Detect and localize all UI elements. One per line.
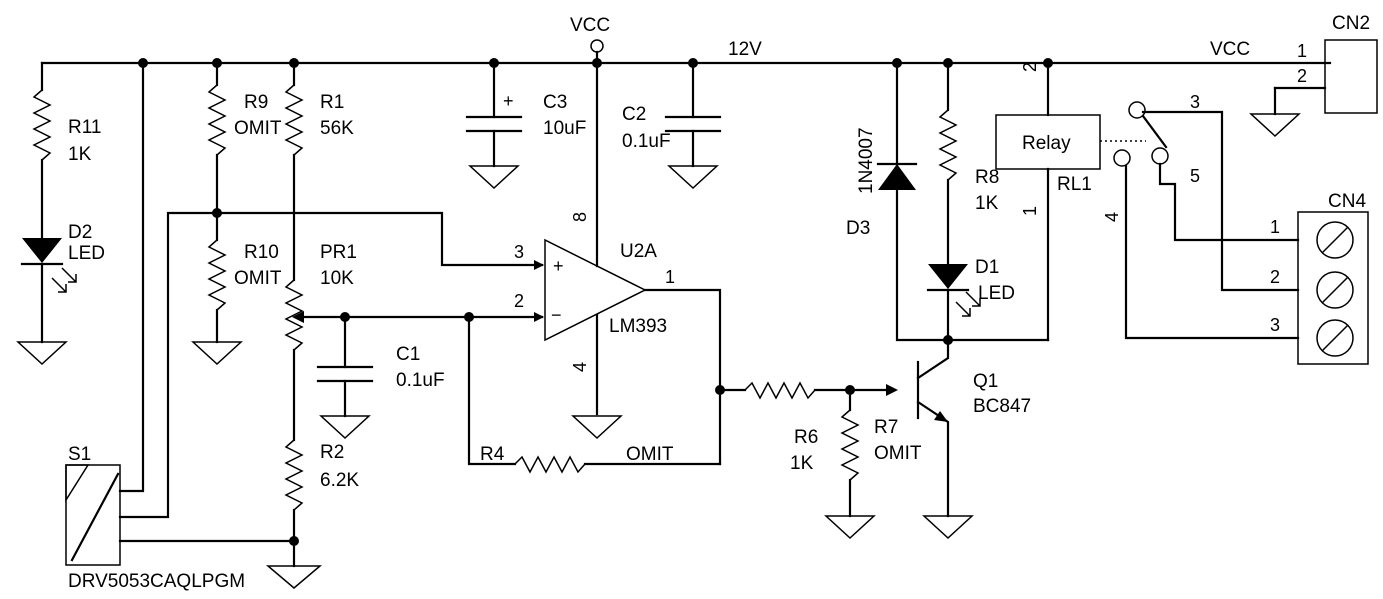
relay-rl1: Relay 1 2 RL1 3 5 4	[995, 61, 1300, 342]
resistor-r10: R10 OMIT	[207, 239, 282, 344]
svg-text:R4: R4	[480, 444, 505, 465]
svg-text:S1: S1	[68, 444, 91, 465]
led-d2: D2 LED	[20, 222, 105, 344]
svg-text:3: 3	[1190, 92, 1200, 112]
capacitor-c2: C2 0.1uF	[622, 61, 722, 190]
svg-text:2: 2	[1020, 62, 1040, 72]
svg-text:DRV5053CAQLPGM: DRV5053CAQLPGM	[68, 571, 245, 592]
svg-text:2: 2	[514, 291, 524, 311]
svg-text:1K: 1K	[68, 144, 92, 165]
ground-symbol	[265, 565, 323, 589]
svg-text:R7: R7	[874, 417, 898, 438]
svg-text:D3: D3	[846, 218, 870, 239]
ground-symbol	[191, 341, 243, 366]
svg-text:U2A: U2A	[620, 241, 657, 262]
vcc-terminal: VCC	[570, 15, 610, 65]
svg-text:R6: R6	[794, 427, 818, 448]
transistor-q1: Q1 BC847	[886, 338, 1031, 540]
svg-text:OMIT: OMIT	[626, 444, 674, 465]
svg-text:1: 1	[665, 267, 675, 287]
svg-text:CN4: CN4	[1328, 191, 1366, 212]
svg-text:LED: LED	[978, 283, 1015, 304]
svg-text:4: 4	[570, 362, 590, 372]
diode-d3: 1N4007 D3	[846, 61, 1050, 342]
svg-text:C1: C1	[396, 344, 420, 365]
connector-cn2: 1 2 CN2	[1249, 13, 1378, 138]
vcc-rail	[40, 61, 1332, 92]
svg-text:R8: R8	[975, 167, 999, 188]
svg-text:2: 2	[1297, 66, 1307, 86]
svg-text:1K: 1K	[790, 453, 814, 474]
12v-net-label: 12V	[728, 39, 762, 60]
svg-text:1K: 1K	[975, 193, 999, 214]
svg-text:10uF: 10uF	[543, 118, 586, 139]
relay-label: Relay	[1022, 133, 1071, 154]
resistor-r7: R7 OMIT	[824, 388, 922, 540]
svg-text:LM393: LM393	[609, 316, 667, 337]
svg-text:C3: C3	[543, 92, 567, 113]
svg-text:D1: D1	[975, 257, 999, 278]
capacitor-c1: C1 0.1uF	[316, 315, 445, 440]
capacitor-c3: + C3 10uF	[465, 61, 586, 190]
svg-text:LED: LED	[68, 243, 105, 264]
svg-text:3: 3	[514, 242, 524, 262]
svg-text:1: 1	[1020, 206, 1040, 216]
svg-text:0.1uF: 0.1uF	[622, 131, 671, 152]
svg-text:PR1: PR1	[320, 242, 357, 263]
hall-sensor-s1: S1 DRV5053CAQLPGM	[65, 61, 245, 592]
svg-text:8: 8	[570, 212, 590, 222]
led-d1: D1 LED	[926, 257, 1015, 342]
vcc-right-net-label: VCC	[1210, 39, 1250, 60]
svg-text:R2: R2	[320, 442, 344, 463]
svg-text:OMIT: OMIT	[234, 268, 282, 289]
resistor-r2: R2 6.2K	[284, 439, 359, 568]
resistor-r4: R4 OMIT	[467, 315, 722, 474]
svg-text:D2: D2	[68, 222, 92, 243]
svg-text:−: −	[551, 305, 562, 325]
ground-symbol	[16, 341, 68, 366]
svg-text:BC847: BC847	[973, 396, 1031, 417]
svg-text:6.2K: 6.2K	[320, 470, 359, 491]
svg-text:R10: R10	[244, 242, 279, 263]
svg-text:56K: 56K	[320, 118, 354, 139]
svg-text:1: 1	[1270, 217, 1280, 237]
svg-text:R9: R9	[244, 92, 268, 113]
terminal-block-cn4: 1 2 3 CN4	[1270, 191, 1369, 365]
comparator-u2a: + − 3 2 1 8 4 U2A LM393	[514, 61, 722, 466]
svg-text:Q1: Q1	[973, 371, 998, 392]
svg-text:4: 4	[1102, 212, 1122, 222]
svg-text:R1: R1	[320, 92, 344, 113]
svg-text:1N4007: 1N4007	[856, 127, 877, 194]
svg-text:10K: 10K	[320, 268, 354, 289]
svg-text:0.1uF: 0.1uF	[396, 370, 445, 391]
sensor-signal-wire	[118, 211, 544, 519]
svg-text:2: 2	[1270, 267, 1280, 287]
svg-text:5: 5	[1190, 166, 1200, 186]
resistor-r6: R6 1K	[718, 381, 890, 474]
svg-text:+: +	[553, 256, 564, 276]
resistor-r8: R8 1K	[938, 61, 999, 266]
resistor-r1: R1 56K	[284, 61, 354, 282]
svg-text:RL1: RL1	[1057, 174, 1092, 195]
svg-text:3: 3	[1270, 315, 1280, 335]
resistor-r9: R9 OMIT	[207, 61, 282, 242]
svg-text:1: 1	[1297, 41, 1307, 61]
svg-text:R11: R11	[68, 117, 101, 138]
resistor-r11: R11 1K	[32, 89, 101, 240]
svg-text:C2: C2	[622, 104, 646, 125]
svg-text:+: +	[503, 91, 514, 111]
vcc-net-label: VCC	[570, 15, 610, 36]
svg-text:OMIT: OMIT	[874, 443, 922, 464]
svg-text:OMIT: OMIT	[234, 118, 282, 139]
svg-text:CN2: CN2	[1332, 13, 1370, 34]
potentiometer-pr1: PR1 10K	[284, 242, 544, 442]
ground-symbol	[571, 415, 623, 440]
